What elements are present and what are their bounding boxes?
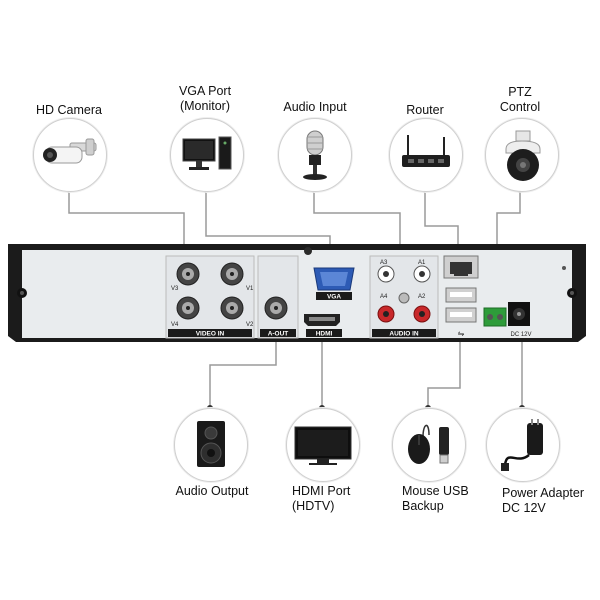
video-in-block: V3 V1 V4 V2 VIDEO IN: [165, 255, 255, 339]
video-ch-v1: V1: [246, 286, 254, 292]
vga-block: VGA: [313, 267, 355, 301]
audio-ch-a4: A4: [380, 294, 388, 300]
audio-ch-a3: A3: [380, 260, 388, 266]
router-icon: [402, 135, 450, 167]
vga-monitor-circle: [170, 118, 244, 192]
tv-icon: [294, 426, 352, 465]
microphone-icon: [303, 130, 327, 180]
mouse-usb-icon: [408, 424, 449, 464]
lan-usb-block: ⇋: [443, 255, 479, 338]
hdmi-block: HDMI: [304, 314, 342, 338]
hdmi-label: HDMI: [316, 331, 333, 338]
label-audio-output: Audio Output: [175, 484, 249, 498]
audio-ch-a1: A1: [418, 260, 426, 266]
label-hd-camera: HD Camera: [36, 103, 102, 117]
audio-in-label: AUDIO IN: [389, 331, 419, 338]
ptz-circle: [485, 118, 559, 192]
router-circle: [389, 118, 463, 192]
ptz-dc-block: DC 12V: [483, 266, 566, 338]
audio-ch-a2: A2: [418, 294, 426, 300]
audio-input-circle: [278, 118, 352, 192]
vga-label: VGA: [327, 294, 341, 301]
ptz-camera-icon: [505, 130, 541, 181]
video-ch-v4: V4: [171, 322, 179, 328]
label-audio-input: Audio Input: [283, 100, 347, 114]
audio-in-block: A3 A1 A4 A2 AUDIO IN: [369, 255, 439, 339]
speaker-icon: [197, 421, 225, 467]
audio-output-circle: [174, 408, 248, 482]
power-adapter-circle: [486, 408, 560, 482]
hd-camera-circle: [33, 118, 107, 192]
label-hdmi-port: HDMI Port (HDTV): [292, 484, 351, 513]
video-in-label: VIDEO IN: [196, 331, 225, 338]
label-vga-port: VGA Port (Monitor): [178, 84, 232, 113]
label-ptz: PTZ Control: [499, 85, 541, 114]
label-mouse-usb: Mouse USB Backup: [402, 484, 469, 513]
video-ch-v3: V3: [171, 286, 179, 292]
aout-label: A-OUT: [268, 331, 289, 338]
mouse-usb-circle: [392, 408, 466, 482]
label-power-adapter: Power Adapter DC 12V: [502, 486, 584, 515]
hdmi-tv-circle: [286, 408, 360, 482]
video-ch-v2: V2: [246, 322, 254, 328]
dc-label: DC 12V: [510, 332, 531, 338]
monitor-icon: [182, 136, 232, 170]
usb-symbol: ⇋: [458, 329, 465, 338]
camera-icon: [43, 138, 97, 164]
power-adapter-icon: [501, 419, 543, 471]
aout-block: A-OUT: [257, 255, 299, 339]
dvr-back-panel: V3 V1 V4 V2 VIDEO IN A-OUT VGA HDMI A3 A…: [8, 244, 586, 342]
label-router: Router: [406, 103, 444, 117]
